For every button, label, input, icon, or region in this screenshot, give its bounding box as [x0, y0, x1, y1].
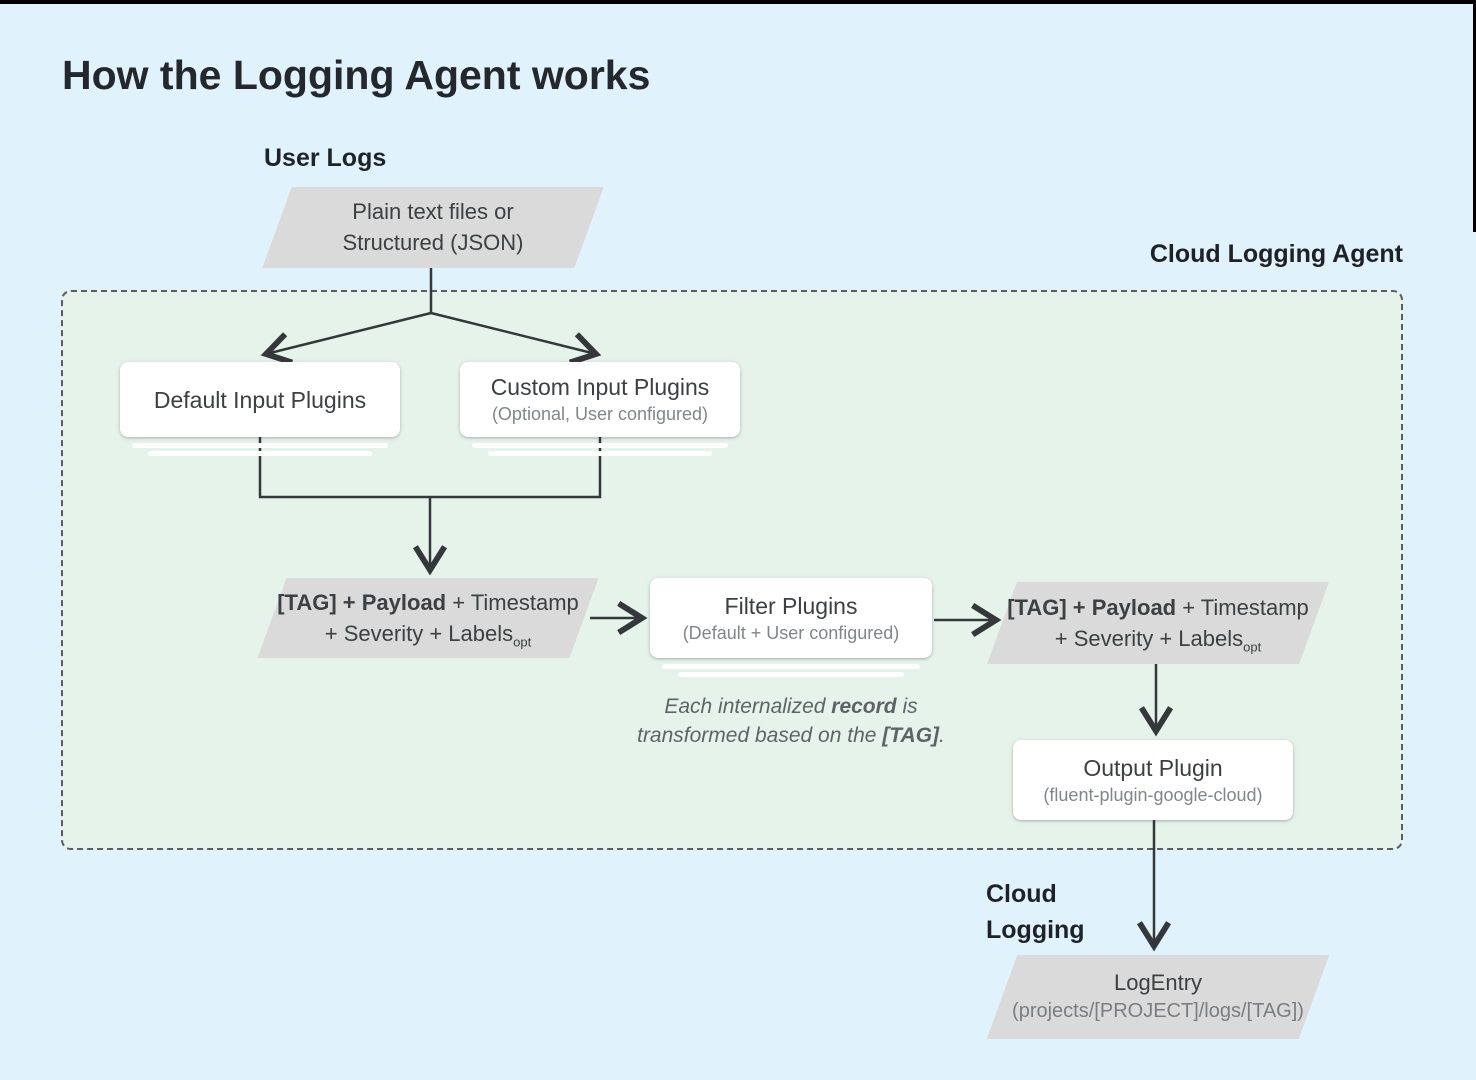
- log-record-line1: [TAG] + Payload + Timestamp: [272, 587, 584, 618]
- node-custom-input-plugins: Custom Input Plugins (Optional, User con…: [460, 362, 740, 437]
- paper-stack-line: [472, 443, 728, 448]
- user-logs-source-text: Plain text files or Structured (JSON): [277, 187, 589, 258]
- output-plugin-title: Output Plugin: [1083, 754, 1223, 781]
- label-cloud-logging-agent: Cloud Logging Agent: [1149, 240, 1403, 268]
- connector-split-right-arrow: [430, 311, 602, 366]
- log-entry-text: LogEntry (projects/[PROJECT]/logs/[TAG]): [1002, 955, 1314, 1025]
- filter-plugins-title: Filter Plugins: [724, 592, 858, 619]
- cloud-logging-line2: Logging: [986, 916, 1085, 944]
- log-entry-title: LogEntry: [1113, 970, 1203, 995]
- log-record-right-text: [TAG] + Payload + Timestamp + Severity +…: [1002, 582, 1314, 662]
- paper-stack-line: [662, 664, 920, 669]
- node-filter-plugins: Filter Plugins (Default + User configure…: [650, 578, 932, 658]
- note-part2: is transformed based on the: [637, 695, 918, 747]
- shape-log-record-left: [TAG] + Payload + Timestamp + Severity +…: [257, 578, 599, 658]
- log-record-line2-text: + Severity + Labels: [1054, 626, 1244, 651]
- log-record-left-text: [TAG] + Payload + Timestamp + Severity +…: [272, 578, 584, 657]
- note-part3: .: [939, 724, 945, 747]
- label-user-logs: User Logs: [264, 144, 387, 172]
- default-input-plugins-title: Default Input Plugins: [153, 386, 367, 413]
- shape-log-record-right: [TAG] + Payload + Timestamp + Severity +…: [987, 582, 1329, 664]
- shape-log-entry: LogEntry (projects/[PROJECT]/logs/[TAG]): [986, 955, 1330, 1039]
- transformation-note: Each internalized record is transformed …: [630, 692, 952, 750]
- label-cloud-logging: Cloud Logging: [986, 876, 1085, 948]
- cloud-logging-line1: Cloud: [986, 880, 1057, 908]
- node-default-input-plugins: Default Input Plugins: [120, 362, 400, 437]
- log-record-regular: + Timestamp: [446, 590, 579, 615]
- screenshot-right-edge-bar: [1473, 0, 1476, 232]
- log-record-line1: [TAG] + Payload + Timestamp: [1002, 592, 1314, 623]
- log-record-subscript: opt: [513, 634, 532, 650]
- log-record-bold: [TAG] + Payload: [1007, 595, 1177, 620]
- note-part1: Each internalized: [664, 695, 832, 718]
- log-entry-subtitle: (projects/[PROJECT]/logs/[TAG]): [1012, 1000, 1304, 1022]
- screenshot-top-edge-bar: [0, 0, 1476, 4]
- log-record-line2: + Severity + Labelsopt: [1002, 623, 1314, 662]
- log-record-bold: [TAG] + Payload: [277, 590, 447, 615]
- filter-plugins-subtitle: (Default + User configured): [682, 622, 900, 643]
- page-title: How the Logging Agent works: [62, 52, 651, 98]
- log-record-regular: + Timestamp: [1176, 595, 1309, 620]
- note-bold-record: record: [831, 695, 897, 718]
- custom-input-plugins-subtitle: (Optional, User configured): [491, 404, 709, 424]
- connector-split-left-arrow: [260, 311, 432, 366]
- source-line1: Plain text files or: [352, 199, 514, 224]
- paper-stack-line: [148, 451, 372, 456]
- log-record-line2: + Severity + Labelsopt: [272, 618, 584, 657]
- paper-stack-line: [488, 451, 712, 456]
- paper-stack-line: [132, 443, 388, 448]
- log-record-line2-text: + Severity + Labels: [324, 621, 514, 646]
- paper-stack-line: [678, 672, 904, 677]
- log-record-subscript: opt: [1243, 639, 1262, 655]
- node-output-plugin: Output Plugin (fluent-plugin-google-clou…: [1013, 740, 1293, 820]
- note-bold-tag: [TAG]: [882, 724, 940, 747]
- shape-user-logs-source: Plain text files or Structured (JSON): [262, 187, 604, 268]
- source-line2: Structured (JSON): [342, 230, 524, 255]
- output-plugin-subtitle: (fluent-plugin-google-cloud): [1043, 784, 1263, 805]
- custom-input-plugins-title: Custom Input Plugins: [490, 374, 710, 400]
